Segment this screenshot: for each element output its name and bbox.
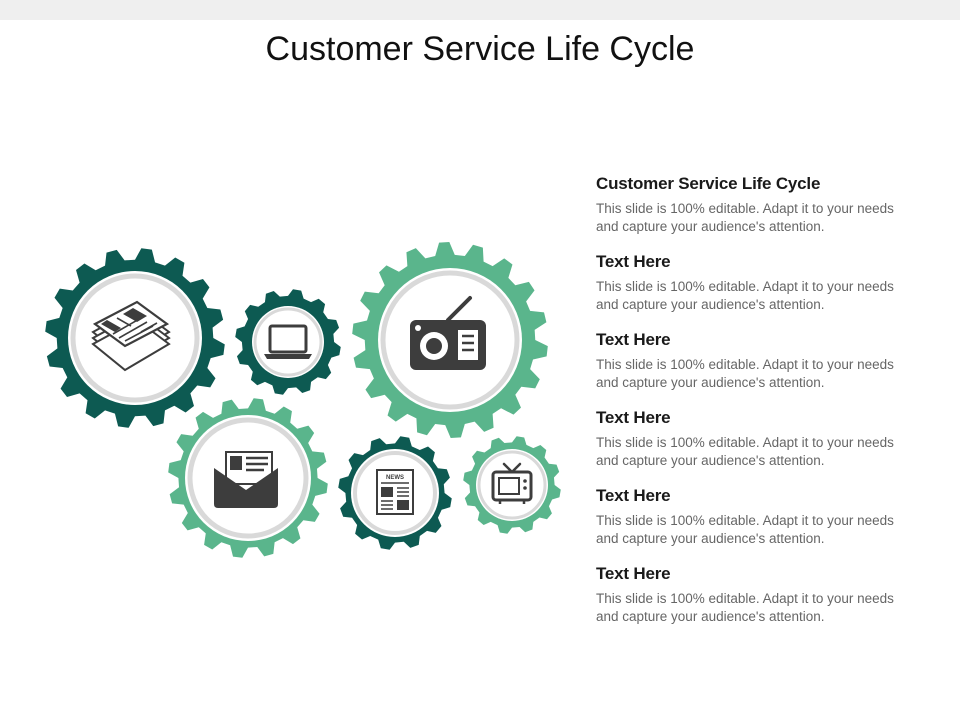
item-heading: Customer Service Life Cycle [596,174,821,193]
radio-icon [410,296,486,370]
gear-hub-ring [477,450,547,520]
tv-icon [491,462,533,504]
mail-envelope-icon [214,451,278,508]
item-heading: Text Here [596,486,671,505]
item-body: This slide is 100% editable. Adapt it to… [596,201,894,234]
list-item: Customer Service Life Cycle This slide i… [596,174,936,252]
news-document-icon: NEWS [376,469,414,515]
list-item: Text Here This slide is 100% editable. A… [596,564,936,642]
gear-6 [463,436,561,534]
list-item: Text Here This slide is 100% editable. A… [596,252,936,330]
item-heading: Text Here [596,564,671,583]
gear-hub-ring [253,307,323,377]
gear-2 [235,289,341,395]
news-label: NEWS [386,475,404,481]
laptop-icon [264,324,312,359]
item-heading: Text Here [596,408,671,427]
top-bar [0,0,960,20]
list-item: Text Here This slide is 100% editable. A… [596,486,936,564]
newspaper-stack-icon [91,300,171,372]
item-body: This slide is 100% editable. Adapt it to… [596,357,894,390]
page-title: Customer Service Life Cycle [265,30,695,68]
item-body: This slide is 100% editable. Adapt it to… [596,279,894,312]
item-body: This slide is 100% editable. Adapt it to… [596,435,894,468]
item-heading: Text Here [596,252,671,271]
item-body: This slide is 100% editable. Adapt it to… [596,513,894,546]
list-item: Text Here This slide is 100% editable. A… [596,330,936,408]
text-list: Customer Service Life Cycle This slide i… [596,174,936,642]
list-item: Text Here This slide is 100% editable. A… [596,408,936,486]
item-body: This slide is 100% editable. Adapt it to… [596,591,894,624]
item-heading: Text Here [596,330,671,349]
